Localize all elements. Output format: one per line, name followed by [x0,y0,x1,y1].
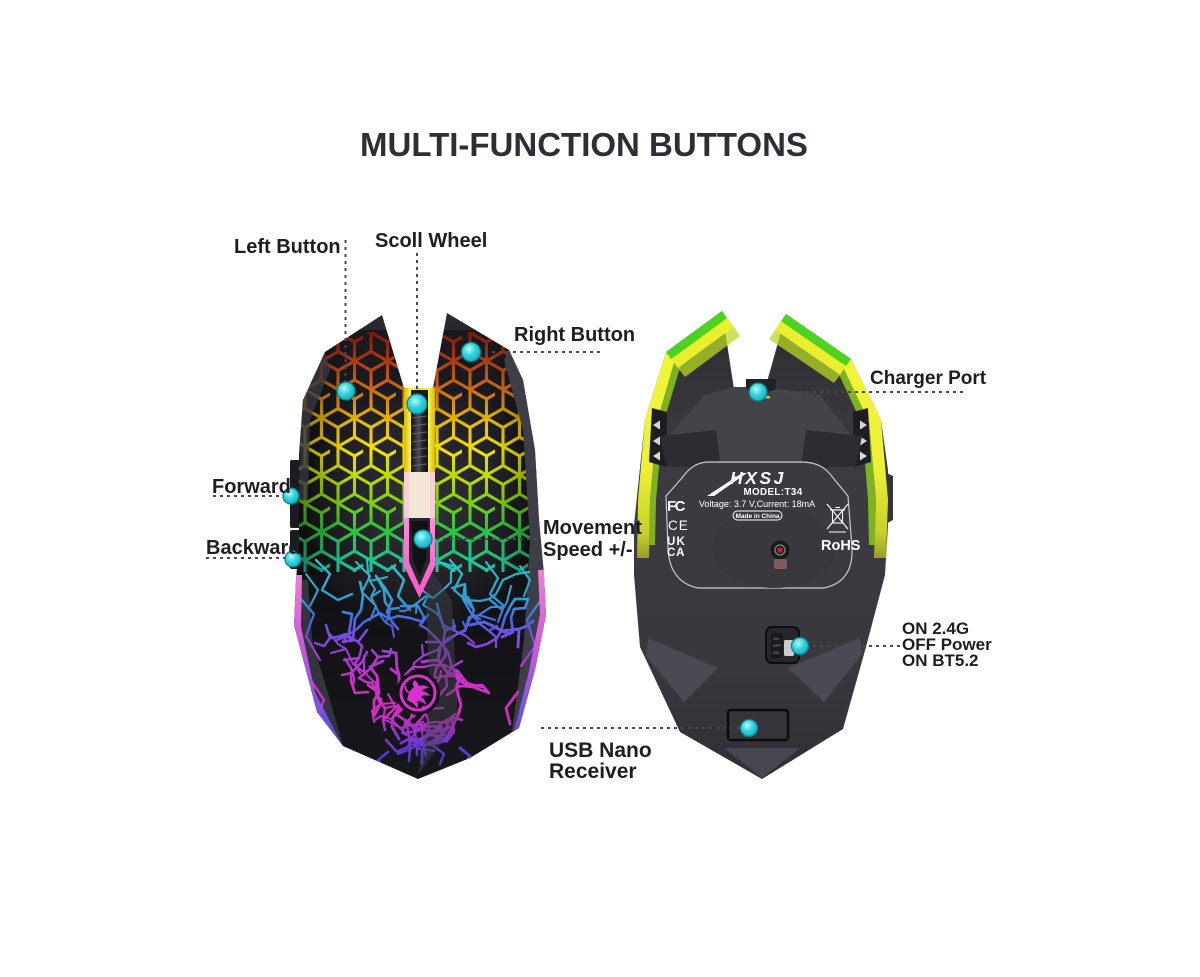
svg-text:ON 2.4G: ON 2.4G [902,619,969,638]
svg-text:USB Nano: USB Nano [549,739,652,762]
svg-text:Right Button: Right Button [514,324,635,346]
svg-text:OFF: OFF [773,643,782,648]
svg-text:Speed +/-: Speed +/- [543,539,632,561]
svg-text:ON: ON [773,650,779,655]
svg-text:MULTI-FUNCTION BUTTONS: MULTI-FUNCTION BUTTONS [360,126,808,163]
svg-text:CA: CA [667,547,685,559]
svg-text:ON: ON [773,636,779,641]
svg-text:Backward: Backward [206,537,301,559]
svg-text:UK: UK [667,536,686,548]
svg-text:Receiver: Receiver [549,760,637,783]
svg-text:MODEL:T34: MODEL:T34 [743,487,802,498]
svg-text:ON BT5.2: ON BT5.2 [902,651,979,670]
svg-text:Forward: Forward [212,476,291,498]
svg-text:RoHS: RoHS [821,538,861,554]
svg-text:Made in China: Made in China [735,513,779,520]
svg-text:CE: CE [668,518,689,533]
svg-text:Charger Port: Charger Port [870,368,987,389]
svg-text:OFF Power: OFF Power [902,635,992,654]
svg-text:Movement: Movement [543,517,642,539]
svg-text:Scoll Wheel: Scoll Wheel [375,230,487,252]
svg-text:Left Button: Left Button [234,236,341,258]
svg-text:Voltage: 3.7 V,Current: 18mA: Voltage: 3.7 V,Current: 18mA [699,499,815,509]
svg-text:FC: FC [667,498,686,515]
